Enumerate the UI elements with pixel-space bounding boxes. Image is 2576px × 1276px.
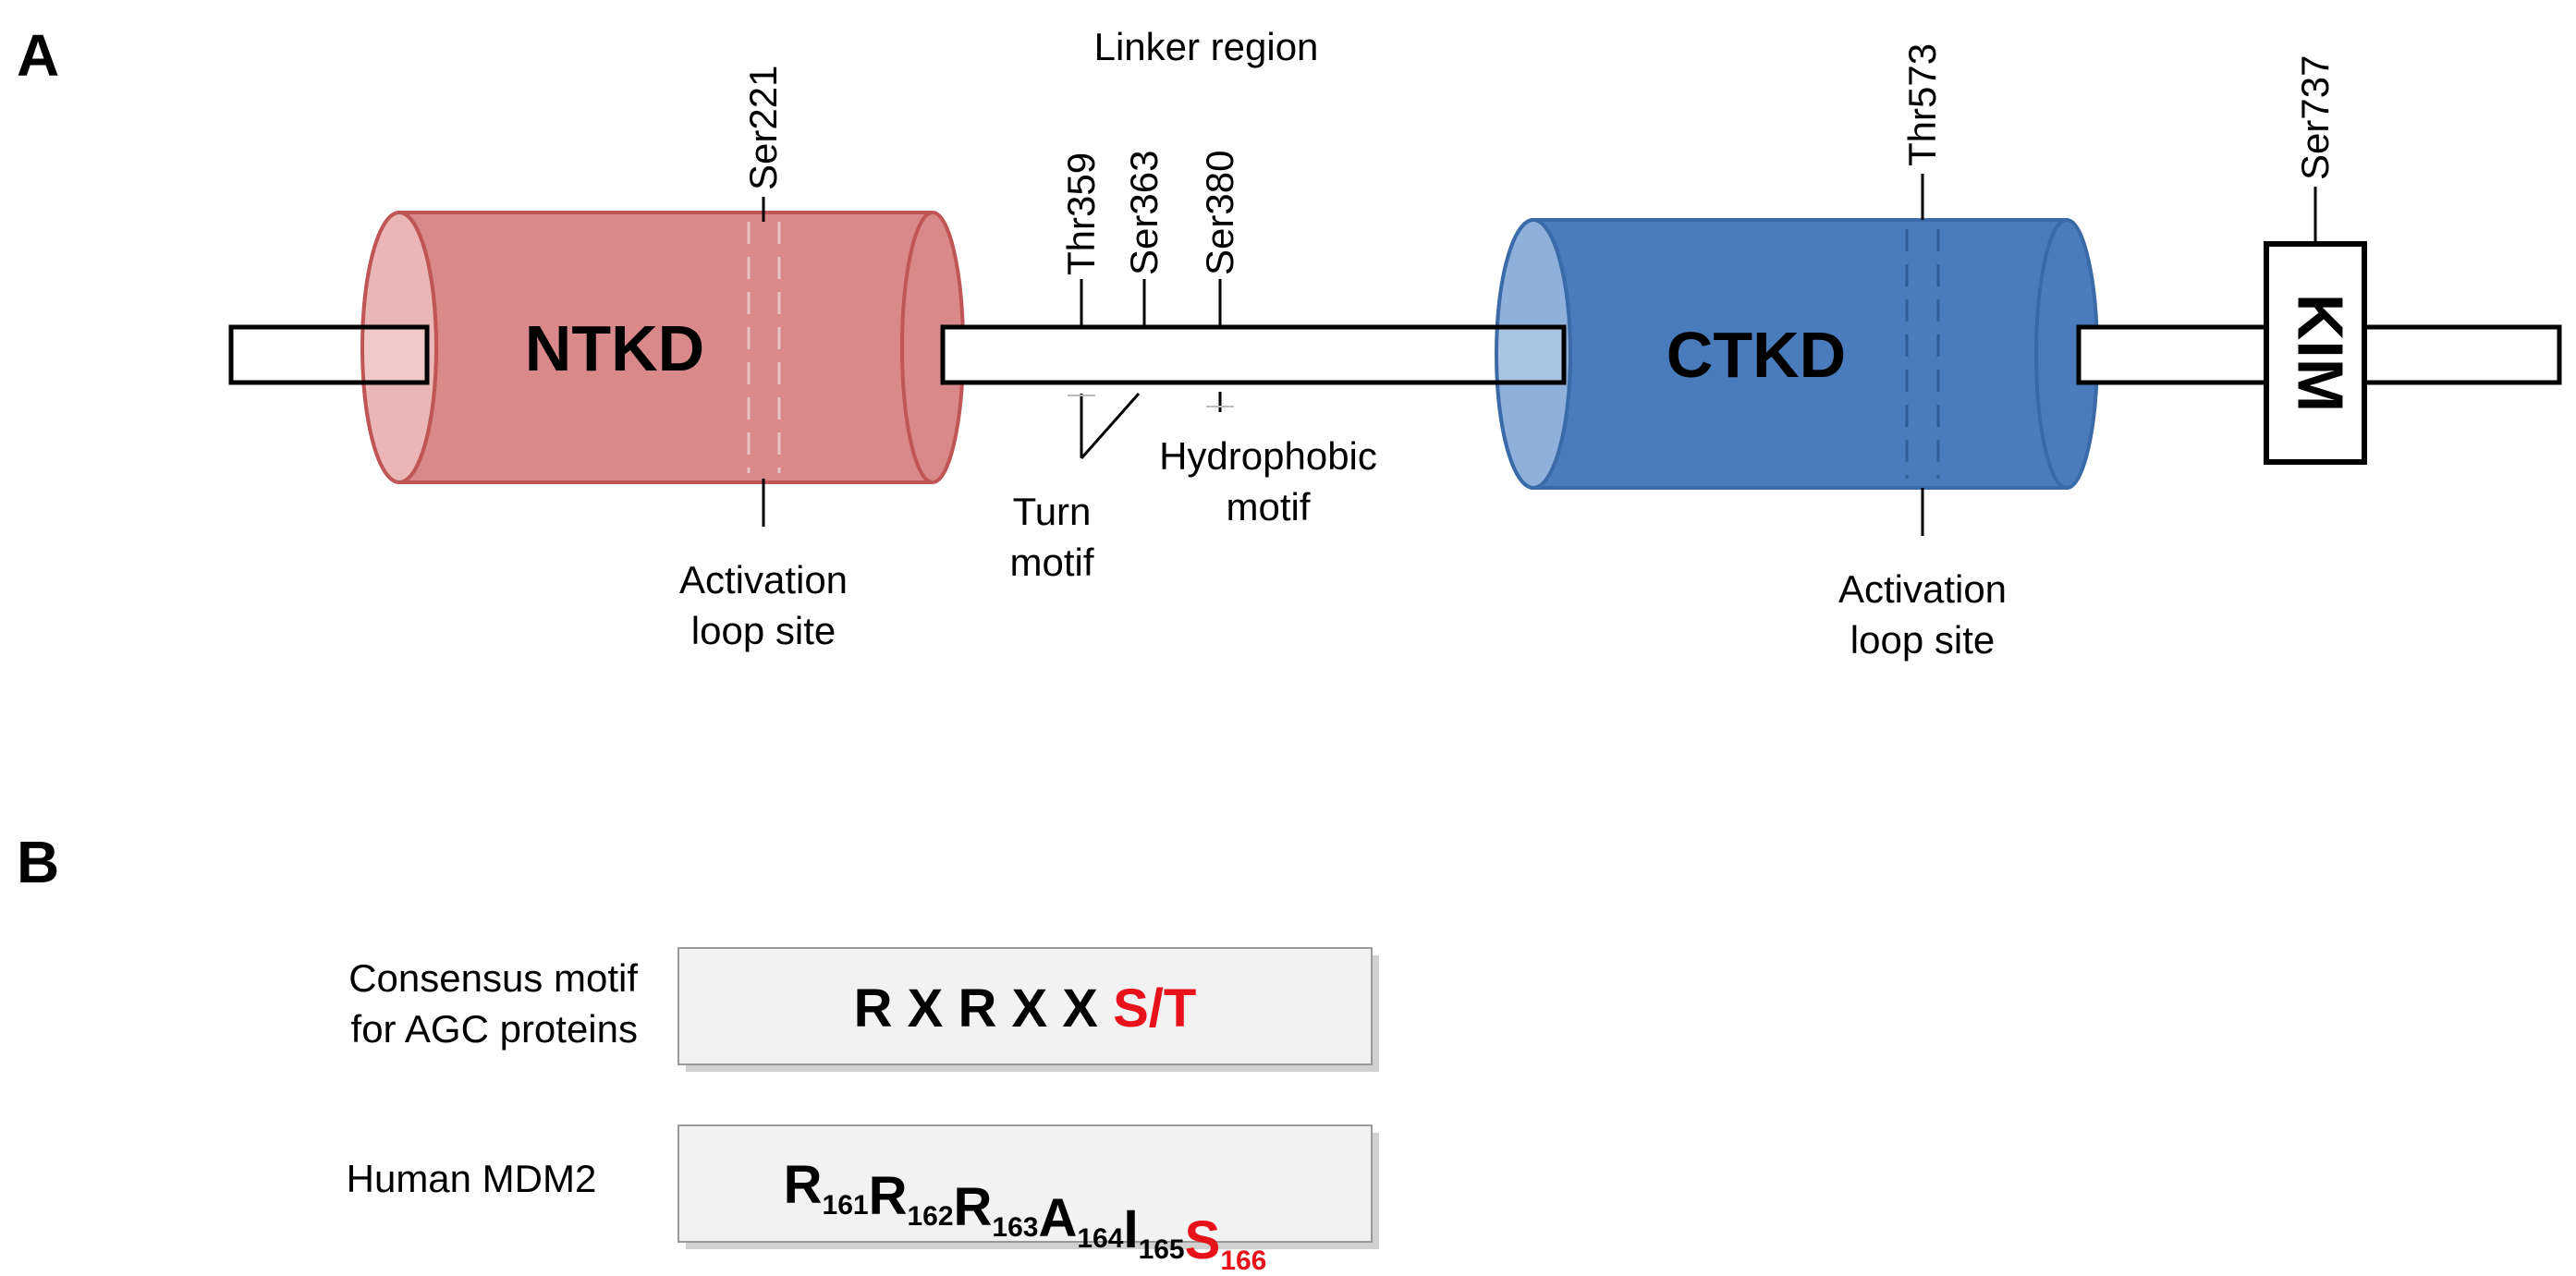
kim-box	[2264, 241, 2367, 465]
mdm2-residue: R	[869, 1166, 908, 1226]
ntkd-activation-label-line2: loop site	[691, 609, 836, 652]
consensus-residue: X	[893, 978, 944, 1039]
ntkd-domain: NTKD	[360, 211, 965, 484]
mdm2-residue: R	[784, 1155, 823, 1215]
backbone-linker-outline	[940, 324, 1567, 385]
ntkd-activation-label-line1: Activation	[679, 558, 848, 602]
ntkd-cylinder-body	[399, 213, 933, 482]
turn-motif-label-line1: Turn	[1013, 490, 1092, 533]
ctkd-activation-label-line1: Activation	[1838, 567, 2007, 611]
ntkd-label: NTKD	[525, 312, 704, 384]
hydrophobic-motif-label-line1: Hydrophobic	[1159, 434, 1377, 478]
mdm2-residue: A	[1038, 1188, 1077, 1248]
consensus-residue: S/T	[1098, 978, 1196, 1039]
ctkd-activation-label-line2: loop site	[1850, 618, 1995, 662]
ctkd-label: CTKD	[1666, 319, 1846, 391]
consensus-residue: X	[996, 978, 1047, 1039]
site-ticks	[762, 174, 2317, 536]
mdm2-box: R161R162R163A164I165S166	[678, 1124, 1379, 1276]
mdm2-residue: I	[1123, 1199, 1138, 1259]
thr573-label: Thr573	[1900, 43, 1944, 166]
kim-label: KIM	[2285, 294, 2357, 412]
mdm2-residue-position: 165	[1139, 1234, 1185, 1265]
ser221-label: Ser221	[741, 66, 785, 190]
consensus-sequence: R X R X X S/T	[854, 978, 1197, 1039]
mdm2-residue-position: 161	[823, 1190, 869, 1221]
consensus-residue: X	[1047, 978, 1098, 1039]
ntkd-cylinder-cap-overlay	[360, 211, 438, 484]
ser363-label: Ser363	[1122, 151, 1166, 275]
mdm2-residue-position: 164	[1077, 1223, 1123, 1254]
turn-motif-pointer-diagonal	[1080, 393, 1141, 459]
backbone-linker	[940, 324, 1567, 385]
ctkd-domain: CTKD	[1495, 218, 2099, 490]
mdm2-residue-position: 163	[992, 1212, 1038, 1243]
ctkd-cylinder-body	[1533, 220, 2067, 488]
thr359-label: Thr359	[1059, 152, 1103, 275]
mdm2-sequence: R161R162R163A164I165S166	[784, 1155, 1267, 1276]
mdm2-residue: S	[1185, 1210, 1221, 1270]
ser380-label: Ser380	[1198, 151, 1241, 275]
consensus-label-line1: Consensus motif	[348, 956, 638, 1000]
faint-ticks	[1068, 395, 1234, 407]
turn-motif-label-line2: motif	[1009, 541, 1093, 584]
consensus-label-line2: for AGC proteins	[351, 1007, 638, 1051]
linker-region-label: Linker region	[1094, 25, 1319, 68]
backbone-n-terminal-outline	[228, 324, 430, 385]
mdm2-residue-position: 162	[907, 1201, 953, 1232]
mdm2-box-bg	[678, 1124, 1373, 1243]
consensus-residue: R	[854, 978, 893, 1039]
mdm2-residue-position: 166	[1220, 1246, 1266, 1276]
consensus-residue: R	[943, 978, 996, 1039]
consensus-box: R X R X X S/T	[678, 947, 1379, 1072]
panel-a-letter: A	[17, 22, 59, 89]
ser737-label: Ser737	[2293, 55, 2337, 180]
ctkd-cylinder-cap-overlay	[1495, 218, 1572, 490]
mdm2-residue: R	[954, 1177, 993, 1237]
panel-b-letter: B	[17, 829, 59, 895]
hydrophobic-motif-label-line2: motif	[1226, 485, 1310, 529]
consensus-box-bg	[678, 947, 1373, 1065]
mdm2-label: Human MDM2	[347, 1157, 597, 1200]
